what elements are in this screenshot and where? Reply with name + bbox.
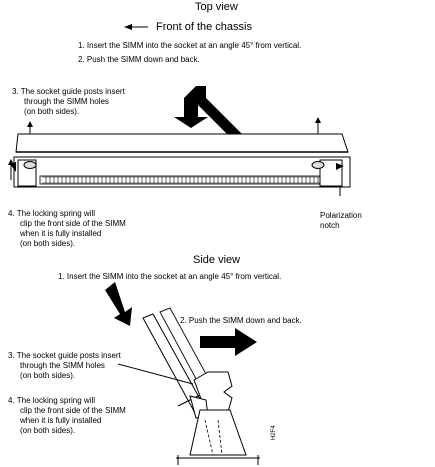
simm-socket-side [176, 371, 260, 465]
top-step1: 1. Insert the SIMM into the socket at an… [78, 41, 302, 50]
side-push-arrow-icon [200, 328, 257, 356]
side-step3-line2: through the SIMM holes [20, 361, 105, 370]
top-view-heading: Top view [195, 1, 238, 13]
polarization-label-line2: notch [320, 221, 340, 230]
side-view-heading: Side view [193, 254, 241, 266]
side-step3-line1: 3. The socket guide posts insert [8, 351, 121, 360]
side-insert-arrow-icon [105, 282, 132, 326]
side-step1: 1. Insert the SIMM into the socket at an… [58, 272, 282, 281]
front-arrow-icon [124, 24, 148, 30]
figure-id: H2F4 [271, 425, 277, 440]
top-step4-line1: 4. The locking spring will [8, 209, 96, 218]
side-step4-line3: when it is fully installed [20, 416, 102, 425]
top-step4-line4: (on both sides). [20, 239, 76, 248]
side-step2: 2. Push the SIMM down and back. [180, 316, 302, 325]
top-step4-line2: clip the front side of the SIMM [20, 219, 126, 228]
top-step3-line1: 3. The socket guide posts insert [12, 87, 125, 96]
simm-socket-top [10, 156, 351, 188]
insert-arrow-icon [174, 86, 248, 147]
side-step4-line1: 4. The locking spring will [8, 396, 96, 405]
top-step3-line3: (on both sides). [24, 107, 80, 116]
side-step3-line3: (on both sides). [20, 371, 76, 380]
top-step3-line2: through the SIMM holes [24, 97, 109, 106]
side-step4-line4: (on both sides). [20, 426, 76, 435]
front-of-chassis-label: Front of the chassis [156, 21, 252, 33]
side-step4-line2: clip the front side of the SIMM [20, 406, 126, 415]
polarization-label-line1: Polarization [320, 211, 362, 220]
top-step4-line3: when it is fully installed [20, 229, 102, 238]
simm-module-top [15, 133, 349, 153]
top-step2: 2. Push the SIMM down and back. [78, 55, 200, 64]
